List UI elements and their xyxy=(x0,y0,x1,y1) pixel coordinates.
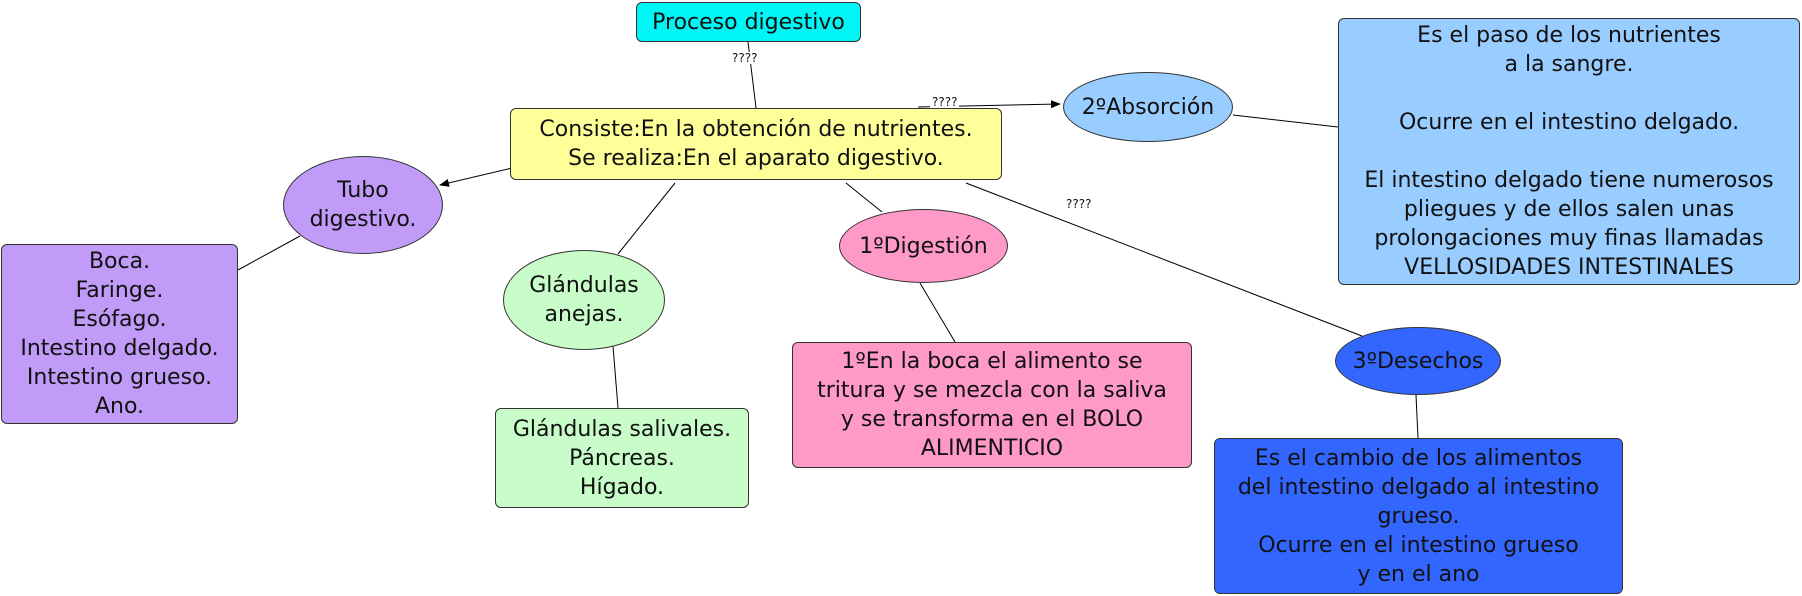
node-absorcion[interactable]: 2ºAbsorción xyxy=(1063,72,1233,142)
node-desechos[interactable]: 3ºDesechos xyxy=(1335,327,1501,395)
link-tubo-organos xyxy=(237,235,301,271)
link-main-tubo xyxy=(439,167,513,187)
link-absorcion-desc xyxy=(1232,114,1339,128)
node-absorcion-descripcion[interactable]: Es el paso de los nutrientes a la sangre… xyxy=(1338,18,1800,285)
link-main-glandulas xyxy=(617,182,676,255)
node-desechos-descripcion[interactable]: Es el cambio de los alimentos del intest… xyxy=(1214,438,1623,594)
link-main-desechos xyxy=(965,182,1363,337)
node-organos-tubo[interactable]: Boca. Faringe. Esófago. Intestino delgad… xyxy=(1,244,238,424)
link-main-digestion xyxy=(845,182,883,213)
node-tubo-digestivo[interactable]: Tubo digestivo. xyxy=(283,156,443,254)
link-digestion-desc xyxy=(919,282,956,343)
node-digestion-descripcion[interactable]: 1ºEn la boca el alimento se tritura y se… xyxy=(792,342,1192,468)
link-glandulas-list xyxy=(612,345,619,409)
node-glandulas-anejas[interactable]: Glándulas anejas. xyxy=(503,250,665,350)
link-label-main-absorcion: ???? xyxy=(930,95,960,109)
node-lista-glandulas[interactable]: Glándulas salivales. Páncreas. Hígado. xyxy=(495,408,749,508)
link-label-root-main: ???? xyxy=(730,51,760,65)
link-desechos-desc xyxy=(1415,394,1419,439)
node-definicion[interactable]: Consiste:En la obtención de nutrientes. … xyxy=(510,108,1002,180)
node-proceso-digestivo[interactable]: Proceso digestivo xyxy=(636,2,861,42)
link-label-main-desechos: ???? xyxy=(1064,197,1094,211)
node-digestion[interactable]: 1ºDigestión xyxy=(839,209,1008,283)
